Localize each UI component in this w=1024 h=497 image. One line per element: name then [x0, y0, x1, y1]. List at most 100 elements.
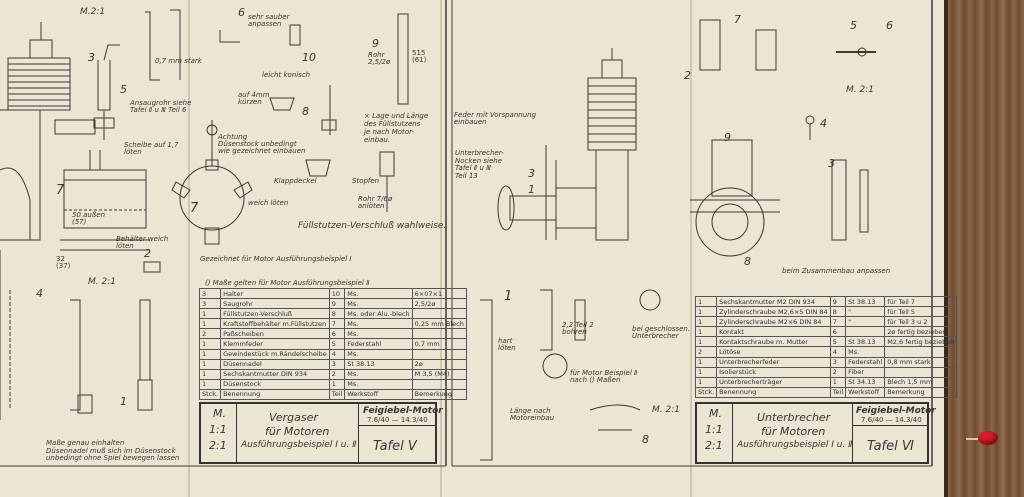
table-cell: Saugrohr — [220, 298, 330, 310]
label-gezeichnet: Gezeichnet für Motor Ausführungsbeispiel… — [200, 255, 352, 263]
table-cell: 1 — [198, 318, 222, 330]
drawing-title: Unterbrecher — [757, 411, 831, 424]
left-title-block: M. 1:1 2:1 Vergaser für Motoren Ausführu… — [199, 402, 443, 464]
left-table-header: () Maße gelten für Motor Ausführungsbeis… — [205, 279, 370, 287]
scale-cell: M. 1:1 2:1 — [201, 404, 237, 462]
table-cell: Unterbrecherfeder — [716, 356, 831, 368]
table-cell: Paßscheiben — [220, 328, 330, 340]
table-cell: 2 — [198, 328, 222, 340]
table-cell: Ms. — [344, 318, 413, 330]
table-cell: 2,5/2ø — [411, 298, 467, 310]
table-cell: für Teil 7 — [884, 295, 958, 308]
table-cell: Zylinderschraube M2×6 DIN 84 — [716, 316, 831, 328]
label-feder: Feder mit Vorspannung einbauen — [454, 111, 537, 126]
table-cell: Federstahl — [845, 356, 886, 368]
table-cell: Ms. — [344, 287, 413, 300]
label-weich-loten: weich löten — [248, 199, 289, 207]
label-part-8: 8 — [744, 255, 751, 268]
table-cell: Halter — [220, 287, 330, 300]
label-part-8: 8 — [302, 105, 309, 118]
label-part-3: 3 — [88, 51, 95, 64]
table-cell: Lötöse — [716, 346, 831, 358]
table-cell: Füllstutzen-Verschluß — [220, 308, 330, 320]
table-cell: Kraftstoffbehälter m.Füllstutzen — [220, 318, 330, 330]
label-part-10: 10 — [302, 51, 316, 64]
title-cell: Vergaser für Motoren Ausführungsbeispiel… — [237, 404, 359, 462]
label-part-8-lower: 8 — [642, 433, 649, 446]
table-cell: Ms. — [344, 378, 413, 390]
label-part-1-engine: 1 — [528, 183, 535, 196]
blueprint-paper — [0, 0, 944, 497]
table-cell: 1 — [198, 368, 222, 380]
label-ansaugrohr: Ansaugrohr siehe Tafel Ⅱ u Ⅲ Teil 6 — [130, 99, 192, 114]
table-cell: Isolierstück — [716, 366, 831, 378]
tafel-cell: Tafel Ⅴ — [359, 426, 435, 462]
table-cell: 8 — [328, 308, 346, 320]
label-m21-bottom: M. 2:1 — [88, 277, 116, 287]
table-cell: 1 — [694, 295, 718, 308]
label-laenge: Länge nach Motoreinbau — [510, 407, 555, 422]
table-cell: Ms. — [344, 328, 413, 340]
label-part-5: 5 — [120, 83, 127, 96]
table-cell: Düsennadel — [220, 358, 330, 370]
label-part-3-engine: 3 — [528, 167, 535, 180]
red-pushpin — [978, 431, 998, 445]
label-50-aussen: 50 außen (57) — [72, 211, 106, 226]
table-cell — [411, 308, 467, 320]
table-cell: 3 — [829, 356, 847, 368]
label-part-2: 2 — [684, 69, 691, 82]
label-part-1: 1 — [120, 395, 127, 408]
table-cell: 7 — [328, 318, 346, 330]
table-cell: für Teil 3 u 2 — [884, 316, 958, 328]
label-achtung: Achtung Düsenstock unbedingt wie gezeich… — [218, 133, 306, 155]
paper-edge-shadow — [942, 0, 948, 497]
label-m21-bottom: M. 2:1 — [652, 405, 680, 415]
table-cell: M 3,5 (M4) — [411, 368, 467, 380]
table-cell: " — [845, 316, 886, 328]
fold-crease — [188, 0, 190, 497]
carburetor-body — [179, 165, 245, 231]
label-part-4: 4 — [820, 117, 827, 130]
breaker-plate — [695, 187, 765, 257]
table-footer: Stck. Benennung Teil Werkstoff Bemerkung — [694, 386, 958, 398]
label-leicht-konisch: leicht konisch — [262, 71, 311, 79]
scale-cell: M. 1:1 2:1 — [697, 404, 733, 462]
table-cell: 2ø fertig bezieben — [884, 326, 958, 338]
maker-cell: Feigiebel-Motor 7.6/40 — 14.3/40 — [359, 404, 443, 426]
tafel-cell: Tafel Ⅵ — [853, 426, 927, 462]
table-cell: 2ø — [411, 358, 467, 370]
table-cell: 1 — [198, 338, 222, 350]
table-cell — [884, 366, 958, 378]
label-unterbrecher-nocken: Unterbrecher- Nocken siehe Tafel Ⅱ u Ⅲ T… — [455, 149, 504, 181]
table-cell — [411, 378, 467, 390]
table-cell: 1 — [198, 308, 222, 320]
fold-crease — [440, 0, 442, 497]
tafel-label: Tafel Ⅴ — [373, 439, 417, 454]
tafel-label: Tafel Ⅵ — [867, 439, 914, 454]
table-cell: St 38.13 — [344, 358, 413, 370]
table-cell: Unterbrecherträger — [716, 376, 831, 388]
table-cell: Federstahl — [344, 338, 413, 350]
table-cell: 10 — [328, 287, 346, 300]
table-cell: 2 — [694, 346, 718, 358]
label-fuer-motor: für Motor Beispiel Ⅱ nach () Maßen — [570, 369, 638, 384]
table-cell: 4 — [328, 348, 346, 360]
table-cell: 2 — [829, 366, 847, 378]
table-cell: 1 — [198, 378, 222, 390]
table-cell: M2,6 fertig bezieben — [884, 336, 958, 348]
table-cell: 0,7 mm — [411, 338, 467, 350]
label-32: 32 (37) — [56, 255, 71, 270]
table-cell: 1 — [694, 336, 718, 348]
maker-cell: Feigiebel-Motor 7.6/40 — 14.3/40 — [853, 404, 936, 426]
